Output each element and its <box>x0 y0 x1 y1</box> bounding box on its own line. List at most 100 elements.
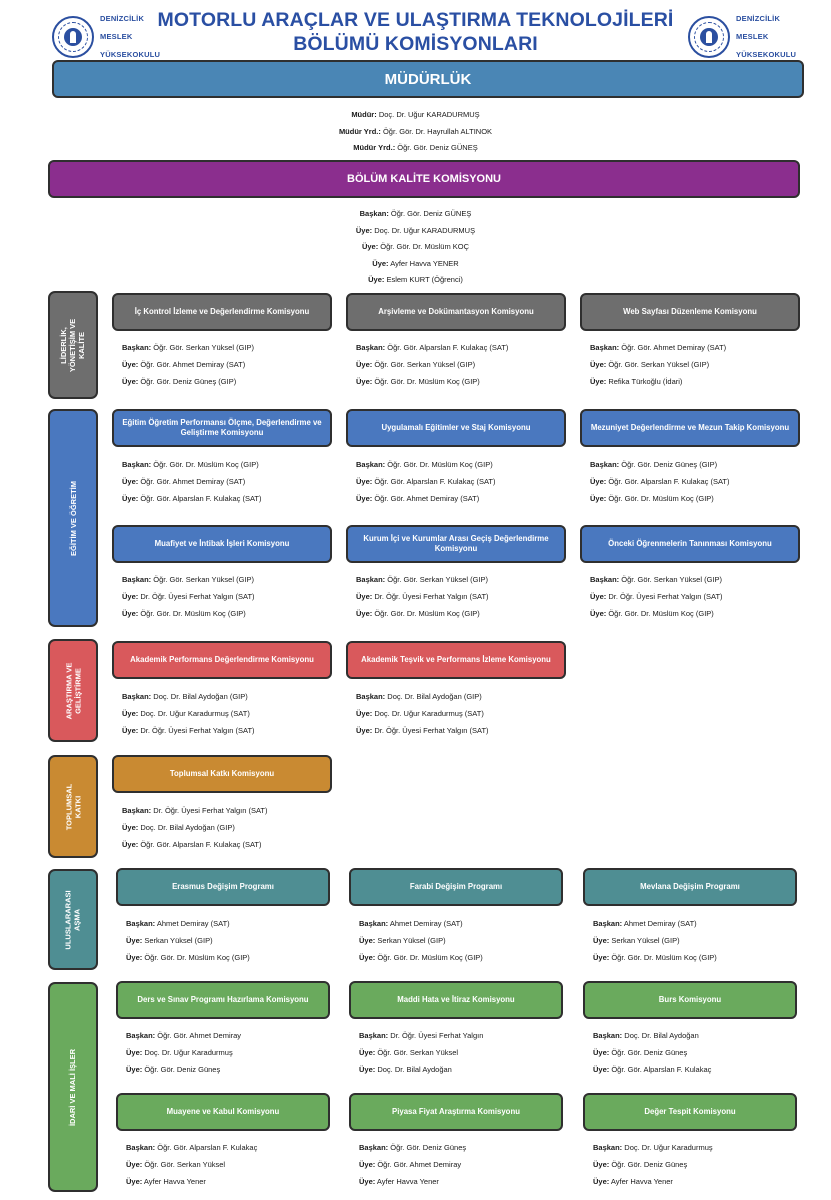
kalite-row: Üye: Doç. Dr. Uğur KARADURMUŞ <box>355 225 476 235</box>
member-row: Başkan: Dr. Öğr. Üyesi Ferhat Yalgın <box>359 1028 483 1045</box>
school-seal-icon <box>688 15 730 58</box>
member-role: Üye: <box>122 591 139 601</box>
member-role: Üye: <box>122 608 139 618</box>
member-name: Öğr. Gör. Serkan Yüksel (GIP) <box>619 575 723 584</box>
page-title: MOTORLU ARAÇLAR VE ULAŞTIRMA TEKNOLOJİLE… <box>150 8 681 56</box>
section-label-line: ARAŞTIRMA VE <box>64 662 73 719</box>
member-role: Başkan: <box>122 343 152 352</box>
member-role: Üye: <box>593 952 610 962</box>
member-name: Öğr. Gör. Deniz Güneş <box>609 1159 688 1169</box>
member-row: Başkan: Öğr. Gör. Dr. Müslüm Koç (GIP) <box>356 457 496 474</box>
member-role: Üye: <box>356 608 373 618</box>
member-role: Başkan: <box>122 806 152 815</box>
member-role: Başkan: <box>356 460 386 469</box>
member-role: Başkan: <box>590 575 620 584</box>
member-row: Üye: Doç. Dr. Uğur Karadurmuş (SAT) <box>122 706 255 723</box>
member-role: Üye: <box>126 952 143 962</box>
member-name: Öğr. Gör. Alparslan F. Kulakaç (SAT) <box>385 343 509 352</box>
member-row: Başkan: Ahmet Demiray (SAT) <box>359 916 483 933</box>
member-name: Ahmet Demiray (SAT) <box>155 919 230 928</box>
member-row: Üye: Öğr. Gör. Alparslan F. Kulakaç (SAT… <box>122 837 267 854</box>
member-role: Başkan: <box>590 343 620 352</box>
member-name: Ayfer Havva Yener <box>142 1176 206 1186</box>
member-name: Öğr. Gör. Alparslan F. Kulakaç (SAT) <box>372 476 496 486</box>
logo-left-text: DENİZCİLİK MESLEK YÜKSEKOKULU <box>100 14 161 59</box>
page-title-line1: MOTORLU ARAÇLAR VE ULAŞTIRMA TEKNOLOJİLE… <box>157 9 674 31</box>
member-row: Başkan: Doç. Dr. Bilal Aydoğan (GIP) <box>356 689 489 706</box>
section-label-line: AŞMA <box>73 908 83 931</box>
member-role: Üye: <box>356 476 373 486</box>
member-row: Üye: Serkan Yüksel (GIP) <box>593 933 717 950</box>
member-role: Üye: <box>126 1064 143 1074</box>
section-label-line: KALİTE <box>77 331 87 359</box>
kalite-row: Üye: Eslem KURT (Öğrenci) <box>368 275 463 284</box>
committee-members: Başkan: Doç. Dr. Bilal Aydoğan (GIP)Üye:… <box>122 689 255 739</box>
committee-members: Başkan: Öğr. Gör. Deniz Güneş (GIP)Üye: … <box>590 457 730 507</box>
member-row: Üye: Doç. Dr. Uğur Karadurmuş (SAT) <box>356 706 489 723</box>
member-name: Öğr. Gör. Serkan Yüksel (GIP) <box>151 343 255 352</box>
member-row: Üye: Öğr. Gör. Dr. Müslüm Koç (GIP) <box>590 491 730 508</box>
member-role: Başkan: <box>359 1031 389 1040</box>
member-role: Üye: <box>356 725 373 735</box>
member-name: Öğr. Gör. Deniz Güneş <box>142 1064 221 1074</box>
member-role: Üye: <box>356 591 373 601</box>
mudurluk-row: Müdür: Doç. Dr. Uğur KARADURMUŞ <box>351 110 480 119</box>
member-row: Üye: Öğr. Gör. Serkan Yüksel <box>359 1045 483 1062</box>
member-role: Üye: <box>356 708 373 718</box>
committee-title: Kurum İçi ve Kurumlar Arası Geçiş Değerl… <box>346 525 566 563</box>
committee-members: Başkan: Ahmet Demiray (SAT)Üye: Serkan Y… <box>126 916 250 966</box>
member-name: Doç. Dr. Bilal Aydoğan (GIP) <box>385 692 482 701</box>
member-name: Dr. Öğr. Üyesi Ferhat Yalgın (SAT) <box>372 591 489 601</box>
member-name: Öğr. Gör. Dr. Müslüm Koç (GIP) <box>151 460 259 469</box>
member-name: Öğr. Gör. Dr. Müslüm Koç (GIP) <box>138 608 246 618</box>
member-row: Başkan: Öğr. Gör. Ahmet Demiray <box>126 1028 241 1045</box>
member-name: Doç. Dr. Bilal Aydoğan <box>622 1031 699 1040</box>
member-role: Üye: <box>590 476 607 486</box>
member-role: Üye: <box>126 1047 143 1057</box>
member-row: Üye: Öğr. Gör. Ahmet Demiray (SAT) <box>122 474 262 491</box>
member-row: Üye: Öğr. Gör. Serkan Yüksel (GIP) <box>590 357 726 374</box>
member-name: Öğr. Gör. Alparslan F. Kulakaç (SAT) <box>138 493 262 503</box>
member-role: Başkan: <box>356 343 386 352</box>
member-name: Öğr. Gör. Ahmet Demiray <box>155 1031 242 1040</box>
member-name: Öğr. Gör. Dr. Müslüm Koç (GIP) <box>375 952 483 962</box>
member-role: Başkan: <box>593 1031 623 1040</box>
committee-title: Muafiyet ve İntibak İşleri Komisyonu <box>112 525 332 563</box>
committee-title: Piyasa Fiyat Araştırma Komisyonu <box>349 1093 563 1131</box>
mudurluk-row: Müdür Yrd.: Öğr. Gör. Dr. Hayrullah ALTI… <box>338 126 493 136</box>
committee-members: Başkan: Ahmet Demiray (SAT)Üye: Serkan Y… <box>359 916 483 966</box>
member-role: Başkan: <box>356 575 386 584</box>
section-label-egitim: EĞİTİM VE ÖĞRETİM <box>48 409 98 627</box>
member-role: Başkan: <box>359 919 389 928</box>
member-row: Üye: Dr. Öğr. Üyesi Ferhat Yalgın (SAT) <box>122 723 255 740</box>
school-seal-icon <box>52 15 94 58</box>
committee-title: Burs Komisyonu <box>583 981 797 1019</box>
member-row: Üye: Doç. Dr. Bilal Aydoğan (GIP) <box>122 820 267 837</box>
committee-title: Erasmus Değişim Programı <box>116 868 330 906</box>
member-name: Öğr. Gör. Alparslan F. Kulakaç (SAT) <box>606 476 730 486</box>
member-row: Üye: Ayfer Havva Yener <box>126 1174 257 1191</box>
member-role: Üye: <box>359 1047 376 1057</box>
committee-title: Ders ve Sınav Programı Hazırlama Komisyo… <box>116 981 330 1019</box>
committee-title: Değer Tespit Komisyonu <box>583 1093 797 1131</box>
member-name: Serkan Yüksel (GIP) <box>609 935 680 945</box>
member-row: Üye: Öğr. Gör. Deniz Güneş <box>593 1045 711 1062</box>
committee-title: Uygulamalı Eğitimler ve Staj Komisyonu <box>346 409 566 447</box>
member-row: Başkan: Öğr. Gör. Alparslan F. Kulakaç (… <box>356 340 508 357</box>
member-row: Üye: Öğr. Gör. Dr. Müslüm Koç (GIP) <box>126 950 250 967</box>
member-row: Başkan: Dr. Öğr. Üyesi Ferhat Yalgın (SA… <box>122 803 267 820</box>
member-row: Üye: Öğr. Gör. Deniz Güneş <box>593 1157 713 1174</box>
member-name: Öğr. Gör. Serkan Yüksel (GIP) <box>606 359 710 369</box>
committee-title: Arşivleme ve Dokümantasyon Komisyonu <box>346 293 566 331</box>
member-role: Başkan: <box>126 1143 156 1152</box>
member-row: Üye: Doç. Dr. Bilal Aydoğan <box>359 1062 483 1079</box>
member-role: Başkan: <box>122 460 152 469</box>
member-name: Öğr. Gör. Serkan Yüksel <box>142 1159 226 1169</box>
committee-title: Akademik Teşvik ve Performans İzleme Kom… <box>346 641 566 679</box>
member-name: Doç. Dr. Bilal Aydoğan (GIP) <box>138 822 235 832</box>
member-name: Öğr. Gör. Dr. Müslüm Koç (GIP) <box>606 493 714 503</box>
member-name: Ayfer Havva Yener <box>375 1176 439 1186</box>
